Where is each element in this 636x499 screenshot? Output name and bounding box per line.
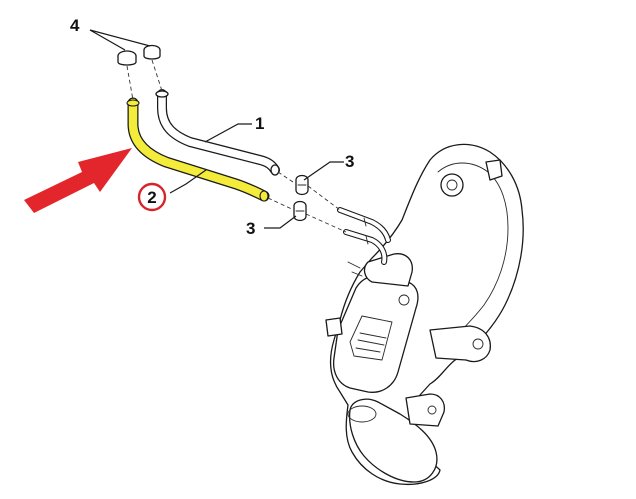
converter-flange	[363, 253, 413, 287]
flange-bolt	[398, 294, 410, 306]
sensor-stub	[347, 261, 363, 277]
lower-bracket-bolt	[427, 405, 437, 415]
clamp-3-lower[interactable]	[293, 200, 307, 222]
callout-label-1: 1	[255, 114, 264, 133]
shield-right-tab	[485, 159, 503, 181]
hose-1-fill	[158, 90, 279, 174]
hose-2-highlight	[128, 98, 269, 201]
hose-2-outline	[127, 97, 270, 202]
circled-number-marker[interactable]: 2	[137, 182, 167, 212]
heat-shield-inner-contour	[437, 162, 509, 341]
converter-label-plate	[349, 315, 393, 361]
converter-left-tab	[325, 317, 343, 337]
clamp-4-left	[117, 50, 137, 66]
clamps-4[interactable]	[117, 44, 161, 66]
lower-side-bracket	[405, 393, 446, 427]
hose-2-bottom-end	[259, 190, 269, 202]
red-arrow-icon	[24, 148, 132, 213]
leader-lines	[89, 29, 344, 229]
callout-label-3-lower: 3	[246, 219, 255, 238]
converter-label-lines	[355, 332, 387, 353]
hose-1-top-end	[155, 90, 169, 98]
bracket-bolt	[472, 338, 484, 350]
outlet-pipe-rim	[347, 405, 377, 423]
engine-assembly	[325, 143, 524, 486]
hose-1-bottom-end	[270, 164, 280, 176]
callout-label-2: 2	[147, 188, 156, 207]
callout-label-3-upper: 3	[345, 152, 354, 171]
shield-top-boss	[440, 173, 464, 197]
callout-label-4: 4	[70, 16, 80, 35]
marker-ring	[137, 182, 167, 212]
assembly-guide-lines	[126, 59, 347, 233]
shield-top-boss-hole	[446, 179, 458, 191]
shield-lower-bracket	[429, 325, 491, 363]
clamp-3-upper[interactable]	[295, 174, 309, 196]
hose-2[interactable]	[126, 97, 270, 202]
heat-shield	[329, 143, 524, 486]
clamp-4-right	[143, 44, 161, 60]
hose-1[interactable]	[155, 89, 280, 176]
connector-pipes	[337, 207, 391, 265]
hose-2-top-end	[126, 99, 140, 107]
